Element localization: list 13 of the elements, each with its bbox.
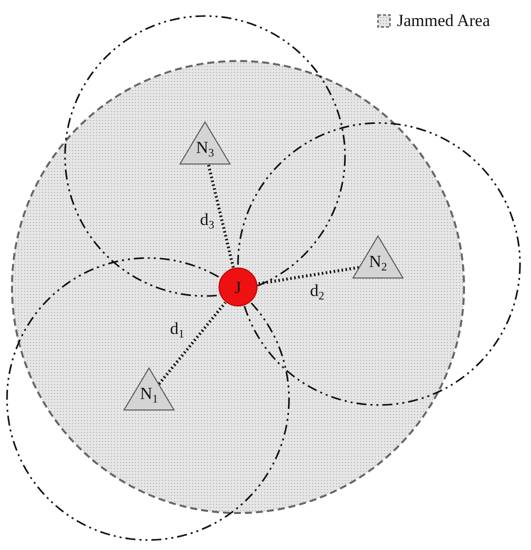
edge-label: d$_{3}$ xyxy=(200,211,214,232)
edge-label: d$_{1}$ xyxy=(170,320,184,340)
node-triangle xyxy=(179,121,231,165)
edge-label: d$_{2}$ xyxy=(310,282,324,302)
node-triangle xyxy=(123,367,175,411)
legend-label: Jammed Area xyxy=(397,12,490,29)
dotted-link xyxy=(258,266,360,286)
node-label: N$_{1}$ xyxy=(140,385,158,406)
jammer-circle xyxy=(218,267,258,307)
node-label: J xyxy=(234,278,242,296)
node-label: N$_{2}$ xyxy=(369,253,388,274)
node-triangle xyxy=(352,235,404,279)
node-label: N$_{3}$ xyxy=(196,139,214,160)
